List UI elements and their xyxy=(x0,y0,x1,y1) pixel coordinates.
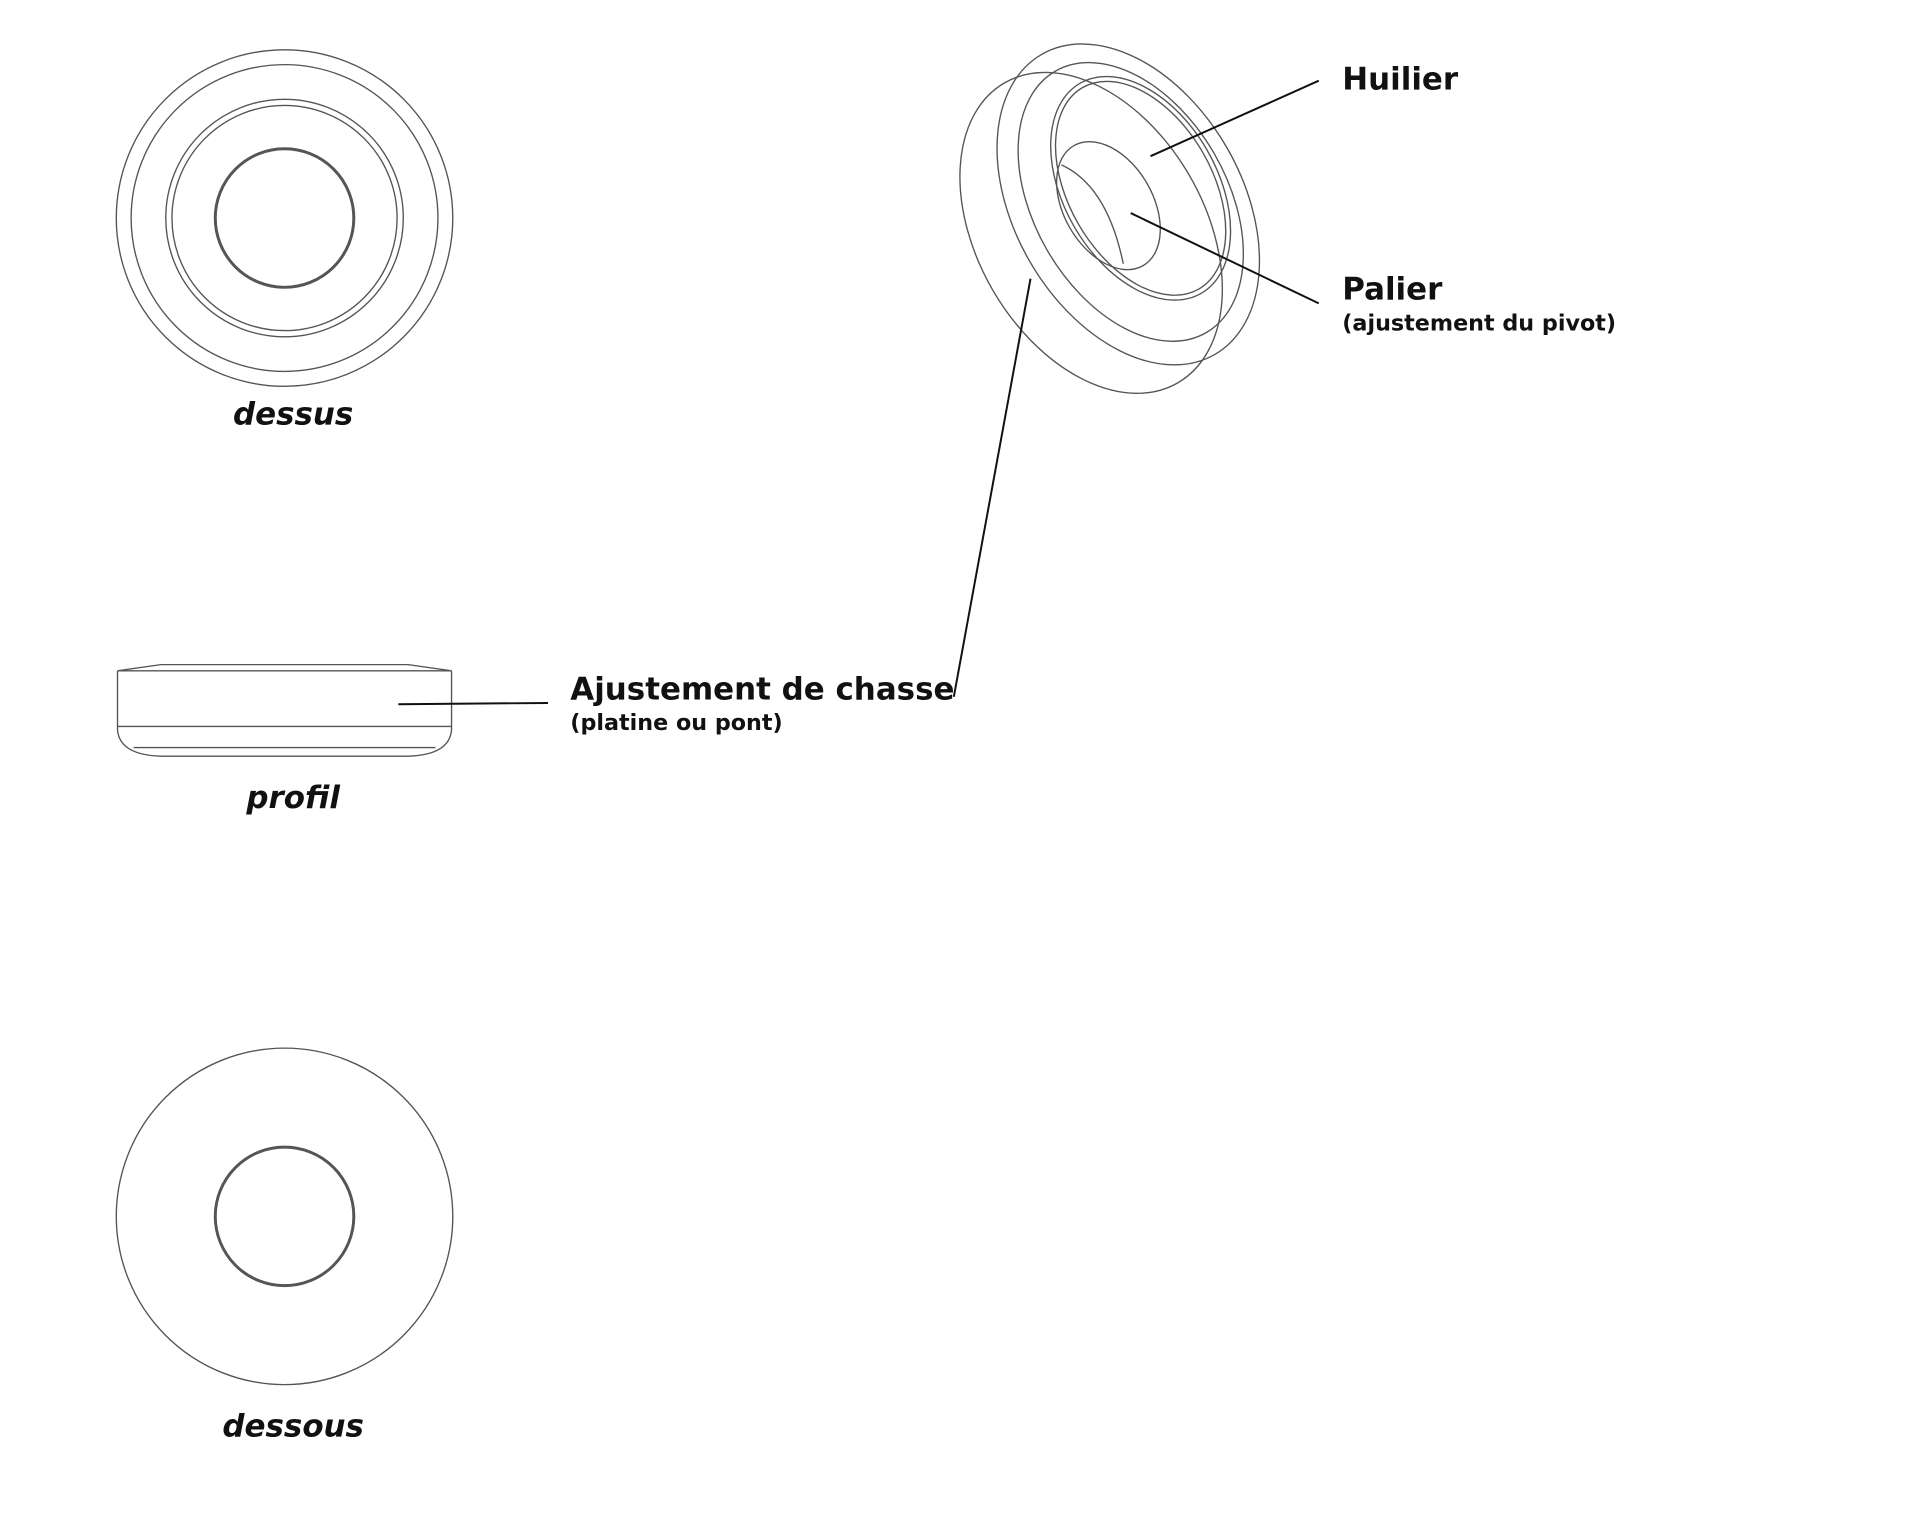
top-view-drawing xyxy=(115,49,454,387)
bearing-sublabel: (ajustement du pivot) xyxy=(1342,311,1616,337)
bottom-view-drawing xyxy=(115,1047,454,1386)
endshake-label: Ajustement de chasse xyxy=(570,671,954,707)
isometric-view-drawing xyxy=(959,43,1261,394)
oiler-label: Huilier xyxy=(1342,61,1459,97)
bottom-view-label: dessous xyxy=(222,1409,364,1445)
top-view-label: dessus xyxy=(233,397,353,433)
endshake-iso-leader-line xyxy=(952,278,1032,697)
endshake-sublabel: (platine ou pont) xyxy=(570,710,782,736)
profile-view-drawing xyxy=(116,663,453,757)
oiler-leader-line xyxy=(1150,79,1320,158)
bearing-leader-line xyxy=(1130,212,1320,305)
endshake-leader-line xyxy=(398,701,549,706)
bearing-label: Palier xyxy=(1342,272,1443,308)
profile-view-label: profil xyxy=(245,780,340,816)
